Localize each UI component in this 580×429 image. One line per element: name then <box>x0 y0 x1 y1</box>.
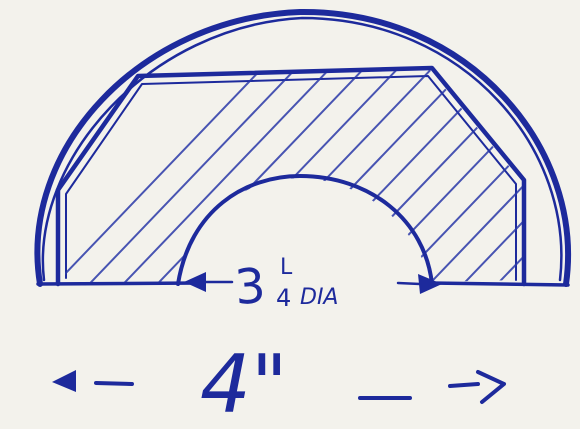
bore-label-whole: 3 <box>233 258 267 316</box>
baseline <box>36 281 570 287</box>
section-outline <box>55 65 527 287</box>
width-dimension-left <box>94 381 134 386</box>
bore-arrow-right <box>418 274 442 294</box>
hatch-line <box>65 70 271 282</box>
hatch-line <box>141 70 373 282</box>
bore-dimension-line <box>204 280 422 286</box>
outer-semicircle <box>34 8 571 287</box>
hatch-line <box>447 70 522 282</box>
hatch-line <box>73 70 305 282</box>
bore-label-suffix: DIA <box>300 285 338 310</box>
bore-label-numerator: L <box>280 255 293 280</box>
outer-semicircle-retrace <box>41 16 563 282</box>
hatch-line <box>277 70 509 282</box>
hatch-line <box>107 70 339 282</box>
hatch-line <box>481 70 522 282</box>
hatch-line <box>379 70 522 282</box>
bore-label-denominator: 4 <box>276 284 291 312</box>
hatch-line <box>243 70 475 282</box>
hatch-line <box>345 70 522 282</box>
width-arrow-right <box>476 370 506 404</box>
bore-arrow-left <box>184 272 206 292</box>
bore-semicircle <box>176 174 434 286</box>
overall-width-label: 4" <box>200 338 288 429</box>
hatch-line <box>413 70 522 282</box>
width-arrow-left <box>52 370 76 392</box>
width-dimension-right <box>358 382 480 400</box>
